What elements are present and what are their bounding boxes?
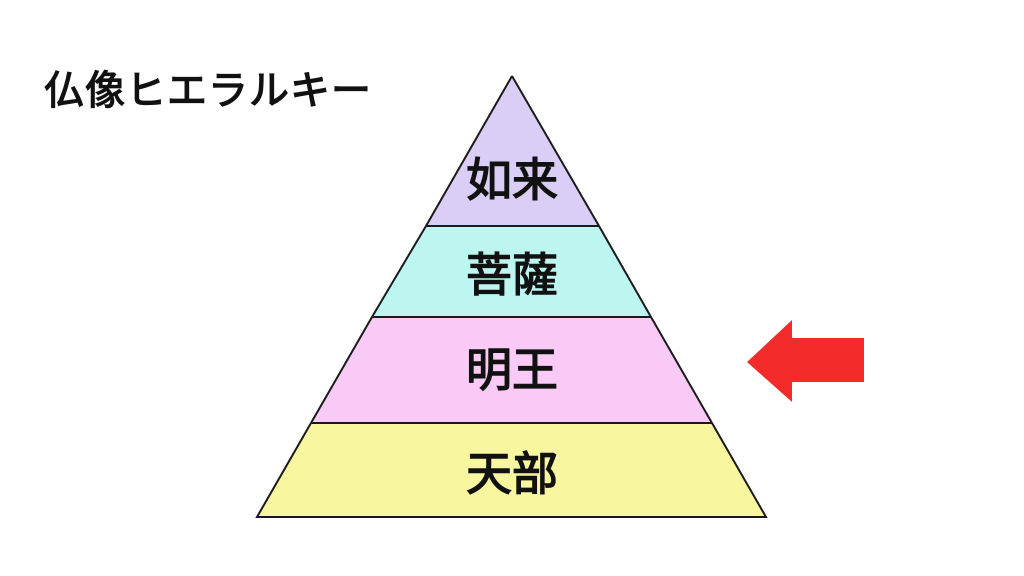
diagram-title: 仏像ヒエラルキー xyxy=(44,68,372,114)
tier-1-outline xyxy=(425,75,600,227)
tier-2: 菩薩 xyxy=(371,225,652,318)
tier-3-label: 明王 xyxy=(466,343,558,397)
left-arrow-icon xyxy=(747,320,864,402)
tier-4-outline xyxy=(255,422,768,518)
tier-1: 如来 xyxy=(425,75,600,227)
tier-3-outline xyxy=(310,316,713,424)
tier-2-band xyxy=(372,226,651,317)
tier-4-label: 天部 xyxy=(466,447,558,501)
tier-2-outline xyxy=(371,225,652,318)
tier-2-label: 菩薩 xyxy=(466,248,558,302)
tier-1-label: 如来 xyxy=(466,153,558,207)
tier-1-band xyxy=(426,76,599,226)
tier-3: 明王 xyxy=(310,316,713,424)
tier-4-band xyxy=(257,423,766,517)
tier-4: 天部 xyxy=(255,422,768,518)
tier-3-band xyxy=(311,317,712,423)
